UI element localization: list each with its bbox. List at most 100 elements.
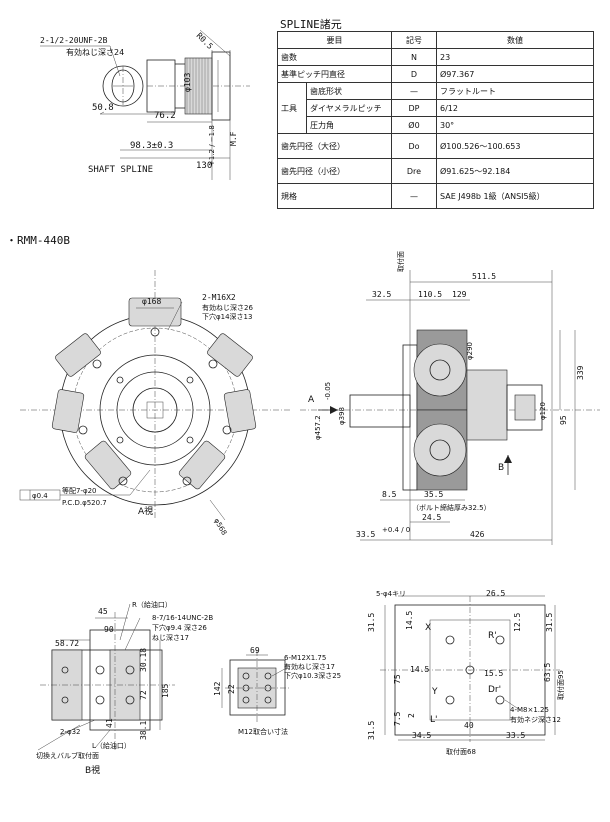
port-dim-63-5: 63.5	[543, 663, 552, 682]
side-datum-label: 取付面	[396, 251, 405, 272]
side-dim-32-5: 32.5	[372, 290, 391, 299]
front-pcd-1: 等配7-φ20	[62, 486, 97, 495]
shaft-caption: SHAFT SPLINE	[88, 165, 153, 175]
b-view: R（給油口） 45 90 8-7/16-14UNC-2B 下穴φ9.4 深さ26…	[36, 600, 213, 776]
front-tol-frame: φ0.4	[32, 492, 48, 500]
port-label-dr: Dr'	[488, 685, 501, 695]
front-view-a: φ168 2-M16X2 有効ねじ深さ26 下穴φ14深さ13 φ0.4 等配7…	[19, 270, 290, 537]
side-dim-95: 95	[559, 415, 568, 425]
side-dim-33-5: 33.5	[356, 530, 375, 539]
b-l-port: L（給油口）	[92, 741, 131, 750]
front-pcd-2: P.C.D.φ520.7	[62, 499, 107, 507]
table-row: 歯先円径（大径） Do Ø100.526〜100.653	[277, 133, 594, 159]
spline-spec-table: 要目 記号 数値 歯数 N 23 基準ピッチ円直径 D Ø97.367 工具 歯…	[277, 31, 594, 209]
side-dim-129: 129	[452, 290, 467, 299]
port-m8-1: 4-M8×1.25	[510, 706, 549, 714]
table-row: ダイヤメラルピッチ DP 6/12	[278, 99, 594, 117]
shaft-thread-note: 2-1/2-20UNF-2B	[40, 36, 108, 45]
side-arrow-b: B	[498, 463, 504, 473]
b-dim-45: 45	[98, 607, 108, 616]
b-unc-1: 8-7/16-14UNC-2B	[152, 614, 213, 622]
b-dia-32: 2-φ32	[60, 728, 81, 736]
front-view-label: A視	[138, 505, 153, 517]
m12-dim-142: 142	[213, 681, 222, 696]
m12-dim-69: 69	[250, 646, 260, 655]
side-arrow-a: A	[308, 395, 315, 405]
port-dim-31-5c: 31.5	[367, 721, 376, 740]
side-dia-120: φ120	[539, 402, 547, 420]
side-bolt-note: （ボルト締結厚み32.5）	[412, 503, 491, 512]
b-dim-38-1: 38.1	[139, 721, 148, 740]
shaft-mf: M.F	[229, 131, 238, 146]
port-dim-15-5: 15.5	[484, 669, 503, 678]
shaft-dia-103: φ103	[183, 73, 192, 92]
side-dim-35-5: 35.5	[424, 490, 443, 499]
port-holes: 5-φ4キリ	[376, 590, 406, 598]
port-label-r: R'	[488, 631, 497, 641]
m12-note-2: 有効ねじ深さ17	[284, 662, 335, 671]
port-mount-95: 取付面95	[556, 670, 565, 700]
front-tap-note-2: 有効ねじ深さ26	[202, 303, 253, 312]
shaft-depth-note: 有効ねじ深さ24	[66, 47, 124, 57]
port-dim-7-5: 7.5	[393, 711, 402, 726]
side-view: 511.5 取付面 32.5 110.5 129 φ290 339 φ457.2…	[300, 251, 600, 545]
port-dim-14-5a: 14.5	[405, 611, 414, 630]
shaft-dim-98-3: 98.3±0.3	[130, 141, 173, 151]
port-dim-12-5: 12.5	[513, 613, 522, 632]
front-tap-note-3: 下穴φ14深さ13	[202, 312, 252, 321]
port-m8-2: 有効ネジ深さ12	[510, 715, 561, 724]
side-dim-511-5: 511.5	[472, 272, 496, 281]
model-label: ・RMM-440B	[6, 234, 70, 247]
b-r-port: R（給油口）	[132, 600, 172, 609]
m12-caption: M12取合い寸法	[238, 727, 288, 736]
motor-assembly-drawing: φ168 2-M16X2 有効ねじ深さ26 下穴φ14深さ13 φ0.4 等配7…	[19, 251, 600, 545]
port-label-x: X	[425, 623, 431, 633]
port-dim-31-5a: 31.5	[367, 613, 376, 632]
b-dim-72: 72	[139, 690, 148, 700]
side-dia-290: φ290	[466, 342, 474, 360]
port-dim-26-5: 26.5	[486, 589, 505, 598]
front-dia-168: φ168	[142, 297, 161, 306]
b-caption: B視	[85, 764, 100, 776]
side-dia-398: φ398	[338, 407, 346, 425]
port-dim-14-5b: 14.5	[410, 665, 429, 674]
shaft-dim-76-2: 76.2	[154, 111, 176, 121]
m12-note-1: 6-M12X1.75	[284, 654, 326, 662]
spline-table-title: SPLINE諸元	[280, 18, 342, 31]
port-dim-33-5: 33.5	[506, 731, 525, 740]
port-dim-40: 40	[464, 721, 474, 730]
b-dim-30-18: 30.18	[139, 648, 148, 672]
b-dim-58-72: 58.72	[55, 639, 79, 648]
side-dim-24-5: 24.5	[422, 513, 441, 522]
shaft-dim-130: 130	[196, 161, 212, 171]
b-unc-2: 下穴φ9.4 深さ26	[152, 623, 207, 632]
b-unc-3: ねじ深さ17	[152, 633, 189, 642]
b-valve-note: 切換えバルブ取付面	[36, 751, 99, 760]
side-tol-457: -0.05	[324, 382, 332, 400]
port-mount-68: 取付面68	[446, 747, 476, 756]
side-dim-426: 426	[470, 530, 485, 539]
table-row: 規格 — SAE J498b 1級（ANSI5級）	[277, 183, 594, 209]
side-dim-339: 339	[576, 365, 585, 380]
port-dim-75: 75	[393, 674, 402, 684]
table-row: 工具 歯底形状 — フラットルート	[277, 82, 594, 134]
shaft-spline-drawing: 2-1/2-20UNF-2B 有効ねじ深さ24 R0.5 φ103 50.8 7…	[40, 29, 250, 180]
shaft-tol-130: +1.2 / −1.8	[208, 125, 216, 166]
shaft-dim-50-8: 50.8	[92, 103, 114, 113]
port-view: 5-φ4キリ 26.5 31.5 14.5 X R' 12.5 31.5 14.…	[367, 589, 565, 756]
b-dim-41: 41	[105, 718, 114, 728]
side-dim-110-5: 110.5	[418, 290, 442, 299]
side-dia-457: φ457.2	[314, 415, 322, 440]
table-row: 圧力角 Ø0 30°	[278, 116, 594, 134]
b-dim-185: 185	[161, 683, 170, 698]
port-dim-34-5: 34.5	[412, 731, 431, 740]
side-tol-33-5: +0.4 / 0	[382, 526, 410, 534]
port-label-y: Y	[431, 687, 438, 697]
front-tap-note-1: 2-M16X2	[202, 293, 236, 302]
m12-view: 69 6-M12X1.75 有効ねじ深さ17 下穴φ10.3深さ25 142 2…	[213, 646, 341, 736]
port-dim-2: 2	[407, 713, 416, 718]
m12-note-3: 下穴φ10.3深さ25	[284, 671, 341, 680]
table-row: 歯数 N 23	[277, 48, 594, 66]
port-dim-31-5b: 31.5	[545, 613, 554, 632]
